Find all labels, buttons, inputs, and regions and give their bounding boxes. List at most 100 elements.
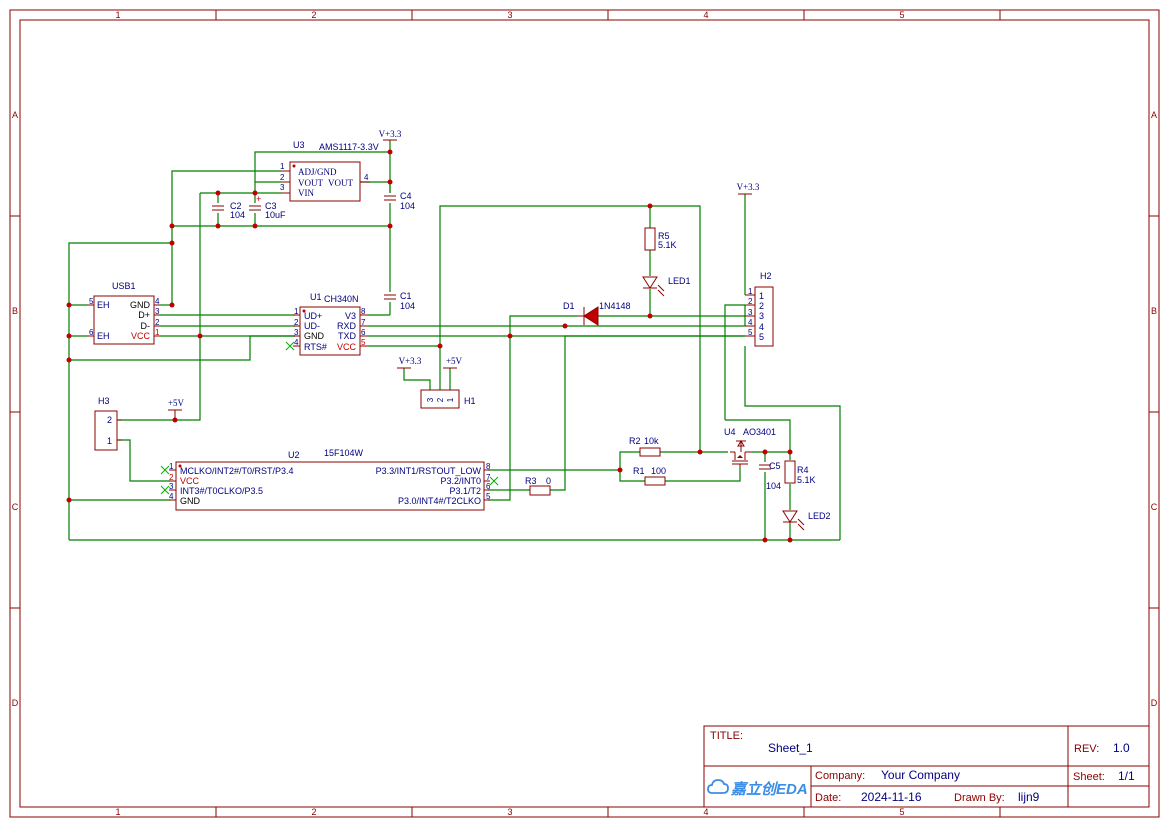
capacitor-c4[interactable]: C4 104: [384, 191, 415, 211]
power-label: V+3.3: [737, 182, 760, 192]
led-led2[interactable]: LED2: [782, 510, 831, 531]
date-value: 2024-11-16: [861, 790, 922, 804]
ic-u2-15f104w[interactable]: U2 15F104W MCLKO/INT2#/T0/RST/P3.4 VCC I…: [160, 448, 499, 511]
u3-pin-vout: VOUT: [298, 178, 323, 188]
row-label-b-left: B: [12, 306, 18, 316]
diode-d1[interactable]: D1 1N4148: [563, 301, 631, 326]
u2-pin-2: VCC: [180, 476, 200, 486]
u2-no-connect-7: [489, 476, 499, 486]
u3-num-3: 3: [280, 183, 285, 192]
h2-num-4: 4: [748, 318, 753, 327]
title-label: TITLE:: [710, 730, 743, 742]
u1-pin-rxd: RXD: [337, 321, 357, 331]
resistor-r4[interactable]: R4 5.1K: [784, 460, 816, 485]
usb1-pin-eh1: EH: [97, 300, 110, 310]
h2-num-2: 2: [748, 297, 753, 306]
u1-ref: U1: [310, 292, 322, 302]
cloud-icon: [707, 779, 729, 794]
u2-num-1: 1: [169, 462, 174, 471]
u2-num-4: 4: [169, 492, 174, 501]
u2-pin-6: P3.1/T2: [449, 486, 481, 496]
connector-usb1[interactable]: USB1 EH EH GND D+ D- VCC 5 6 4 3 2 1: [88, 281, 160, 345]
u1-no-connect-rts: [285, 341, 295, 351]
sheet-value: 1/1: [1118, 769, 1135, 783]
r4-value: 5.1K: [797, 475, 816, 485]
h3-num-1: 1: [107, 436, 112, 446]
led-led1[interactable]: LED1: [642, 276, 691, 297]
header-h2[interactable]: H2 1 2 3 4 5 1 2 3 4 5: [745, 271, 774, 347]
u2-pin-7: P3.2/INT0: [440, 476, 481, 486]
power-flag-v33-top: V+3.3: [379, 129, 402, 141]
ic-u1-ch340n[interactable]: U1 CH340N UD+ UD- GND RTS# V3 RXD TXD VC…: [285, 292, 368, 356]
u1-pin-gnd: GND: [304, 331, 325, 341]
capacitor-c1[interactable]: C1 104: [384, 291, 415, 311]
usb1-pin-dm: D-: [141, 321, 151, 331]
logo-text: 嘉立创EDA: [730, 780, 808, 798]
usb1-num-4: 4: [155, 297, 160, 306]
row-label-c-left: C: [12, 502, 19, 512]
row-label-b-right: B: [1151, 306, 1157, 316]
h1-num-1: 1: [446, 397, 455, 402]
u4-value: AO3401: [743, 427, 776, 437]
h2-label-1: 1: [759, 291, 764, 301]
usb1-num-6: 6: [89, 328, 94, 337]
c2-ref: C2: [230, 201, 242, 211]
u2-pin-4: GND: [180, 496, 201, 506]
u1-pin-udp: UD+: [304, 311, 322, 321]
power-flag-v33-h2: V+3.3: [737, 182, 760, 195]
usb1-pin-dp: D+: [138, 310, 150, 320]
u3-pin-vout2: VOUT: [328, 178, 353, 188]
company-label: Company:: [815, 770, 865, 782]
resistor-r5[interactable]: R5 5.1K: [644, 227, 677, 251]
u1-num-3: 3: [294, 328, 299, 337]
resistor-r1[interactable]: R1 100: [633, 466, 666, 486]
mosfet-u4[interactable]: U4 AO3401: [724, 427, 776, 468]
c5-ref: C5: [769, 461, 781, 471]
r5-ref: R5: [658, 231, 670, 241]
usb1-num-5: 5: [89, 297, 94, 306]
h2-label-5: 5: [759, 332, 764, 342]
r4-ref: R4: [797, 465, 809, 475]
col-label-4-bottom: 4: [703, 807, 708, 817]
header-h3[interactable]: H3 2 1: [94, 396, 122, 451]
led2-ref: LED2: [808, 511, 831, 521]
capacitor-c2[interactable]: C2 104: [212, 201, 245, 220]
rev-label: REV:: [1074, 743, 1099, 755]
u1-num-2: 2: [294, 318, 299, 327]
capacitor-c5[interactable]: C5 104: [759, 461, 781, 491]
h2-num-3: 3: [748, 308, 753, 317]
u3-num-4: 4: [364, 173, 369, 182]
h1-ref: H1: [464, 396, 476, 406]
h2-ref: H2: [760, 271, 772, 281]
rev-value: 1.0: [1113, 741, 1130, 755]
u2-num-5: 5: [486, 492, 491, 501]
col-label-3-bottom: 3: [507, 807, 512, 817]
u3-ref: U3: [293, 140, 305, 150]
u2-pin-5: P3.0/INT4#/T2CLKO: [398, 496, 481, 506]
r3-ref: R3: [525, 476, 537, 486]
u2-pin-1: MCLKO/INT2#/T0/RST/P3.4: [180, 466, 294, 476]
resistor-r2[interactable]: R2 10k: [629, 436, 661, 457]
company-value: Your Company: [881, 768, 960, 782]
power-label: +5V: [446, 356, 463, 366]
c2-value: 104: [230, 210, 245, 220]
u1-pin-vcc: VCC: [337, 342, 357, 352]
c4-ref: C4: [400, 191, 412, 201]
h2-label-4: 4: [759, 322, 764, 332]
r2-ref: R2: [629, 436, 641, 446]
col-label-2-bottom: 2: [311, 807, 316, 817]
resistor-r3[interactable]: R3 0: [525, 476, 551, 496]
regulator-u3[interactable]: U3 AMS1117-3.3V ADJ/GND VOUT VIN VOUT 1 …: [280, 140, 379, 202]
u3-num-1: 1: [280, 162, 285, 171]
led1-ref: LED1: [668, 276, 691, 286]
power-flag-5v-h3: +5V: [168, 398, 185, 420]
c1-value: 104: [400, 301, 415, 311]
usb1-num-2: 2: [155, 318, 160, 327]
capacitor-c3[interactable]: + C3 10uF: [249, 194, 286, 220]
header-h1[interactable]: 3 2 1 H1: [420, 389, 476, 409]
r2-value: 10k: [644, 436, 659, 446]
u2-value: 15F104W: [324, 448, 364, 458]
sheet-border: 1 2 3 4 5 1 2 3 4 5 A B C D A B C D: [9, 9, 1160, 818]
r3-value: 0: [546, 476, 551, 486]
c3-value: 10uF: [265, 210, 286, 220]
